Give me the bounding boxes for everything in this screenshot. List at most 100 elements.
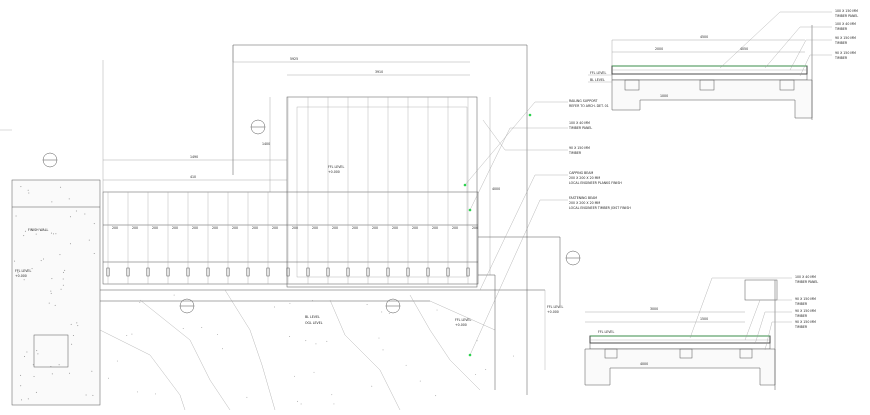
speckle: [72, 334, 74, 336]
leader-capping: [479, 174, 568, 291]
joist-post: [186, 267, 190, 277]
section-top-text: 100 X 150 MM TIMBER PANEL 100 X 40 MM TI…: [590, 9, 858, 98]
speckle: [35, 391, 37, 393]
speckle: [48, 302, 50, 304]
annotation-text: RAILING SUPPORT: [569, 99, 597, 103]
speckle: [305, 340, 307, 342]
dim-text: 3000: [650, 307, 658, 311]
callout-text: TIMBER: [794, 302, 808, 306]
strip-value-text: 200: [452, 226, 458, 230]
strip-value-text: 200: [192, 226, 198, 230]
speckle: [485, 369, 487, 371]
dim-text: 4500: [700, 35, 708, 39]
speckle: [93, 252, 95, 254]
concrete-base: [611, 79, 813, 119]
callout-leader: [754, 311, 792, 345]
joist-post: [326, 267, 330, 277]
speckle: [28, 192, 30, 194]
speckle: [36, 350, 38, 352]
level-text: FFL LEVEL: [598, 330, 614, 334]
joist-post: [206, 267, 210, 277]
plan-annotations: RAILING SUPPORT REFER TO ARCH. DET. 01 1…: [568, 99, 631, 210]
leader-railing: [464, 101, 568, 186]
accent-dot: [468, 208, 472, 212]
speckle: [20, 385, 22, 387]
earth-line: [139, 299, 231, 411]
callout-leader: [744, 299, 792, 341]
annotation-text: CAPPING BEAM: [569, 171, 593, 175]
section-bottom-text: 100 X 40 MM TIMBER PANEL 90 X 150 MM TIM…: [598, 275, 818, 366]
ogl-level-label: OGL LEVEL: [305, 321, 323, 325]
left-wall: [0, 129, 101, 406]
dim-text: 1000: [660, 94, 668, 98]
speckle: [300, 403, 302, 405]
speckle: [182, 327, 184, 329]
joist-post: [266, 267, 270, 277]
callout-leader: [764, 321, 792, 351]
strip-frame: [102, 191, 479, 285]
callout-leader: [789, 39, 832, 71]
callout-leader: [764, 26, 832, 69]
speckle: [476, 340, 478, 342]
strip-value-text: 200: [392, 226, 398, 230]
speckle: [62, 278, 64, 280]
speckle: [77, 325, 79, 327]
callout-leader: [799, 54, 832, 77]
accent-dot: [468, 353, 472, 357]
callout-text: TIMBER: [834, 56, 848, 60]
speckle: [435, 395, 437, 397]
ffl-right-value: +0.000: [547, 310, 559, 314]
accent-dot: [463, 183, 467, 187]
speckle: [126, 335, 128, 337]
speckle: [381, 311, 383, 313]
dim-side-1-text: 1400: [262, 142, 270, 146]
joist-layer: [611, 73, 808, 81]
speckle: [50, 232, 52, 234]
speckle: [51, 373, 53, 375]
joist-layer: [589, 342, 771, 350]
callout-text: 90 X 150 MM: [795, 309, 816, 313]
annotation-text: 90 X 150 MM: [569, 146, 590, 150]
speckle: [24, 230, 26, 232]
speckle: [294, 375, 296, 377]
dim-text: 2000: [655, 47, 663, 51]
earth-line: [99, 329, 186, 411]
deck-boards: [589, 335, 771, 344]
speckle: [84, 213, 86, 215]
speckle: [51, 201, 53, 203]
speckle: [246, 396, 248, 398]
speckle: [388, 313, 390, 314]
strip-value-text: 200: [252, 226, 258, 230]
speckle: [63, 271, 65, 273]
annotation-text: 200 X 200 X 20 MM: [569, 176, 600, 180]
callout-text: 90 X 150 MM: [795, 297, 816, 301]
speckle: [17, 272, 19, 274]
speckle: [331, 394, 333, 396]
earth-line: [409, 294, 481, 391]
speckle: [40, 260, 42, 262]
pedestal: [699, 79, 715, 91]
slab-angle: [429, 300, 496, 331]
strip-value-text: 200: [112, 226, 118, 230]
joist-post: [446, 267, 450, 277]
speckle: [26, 351, 28, 353]
speckle: [64, 269, 66, 271]
annotation-text: TIMBER: [568, 151, 582, 155]
level-text: FFL LEVEL: [590, 71, 606, 75]
ffl-left-value: +0.000: [15, 274, 27, 278]
strip-value-text: 200: [232, 226, 238, 230]
speckle: [93, 223, 95, 225]
speckle: [173, 294, 175, 296]
speckle: [75, 210, 77, 212]
level-text: BL LEVEL: [590, 78, 605, 82]
speckle: [326, 340, 328, 342]
plan-outline: [100, 44, 561, 395]
speckle: [217, 334, 218, 335]
strip-value-text: 200: [372, 226, 378, 230]
speckle: [20, 186, 22, 188]
speckle: [68, 372, 70, 374]
leader-fastening: [469, 199, 568, 356]
speckle: [371, 385, 373, 387]
strip-value-text: 200: [272, 226, 278, 230]
